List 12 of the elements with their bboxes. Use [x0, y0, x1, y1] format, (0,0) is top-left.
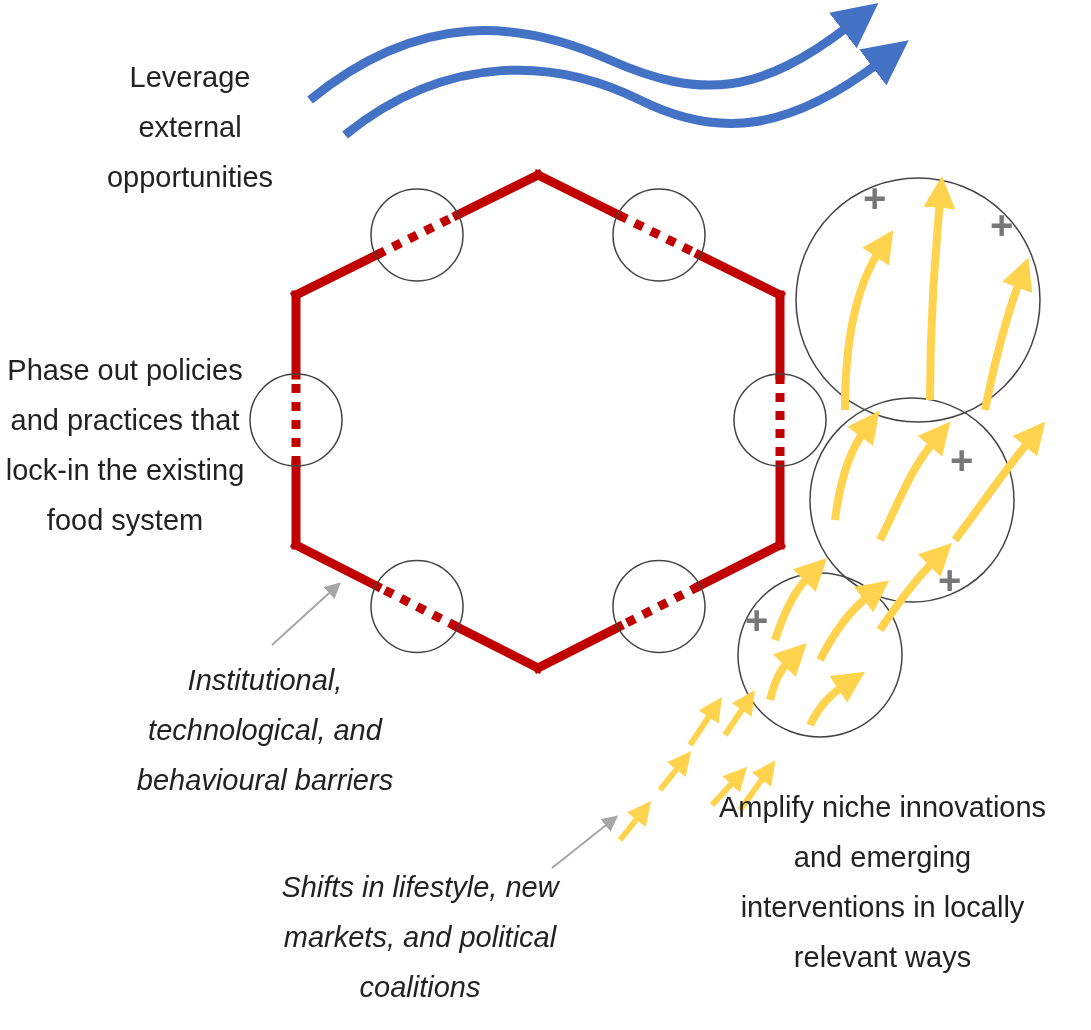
label-text: Phase out policies and practices that lock-in the existing food system	[4, 353, 246, 538]
leader-line	[551, 815, 619, 869]
plus-sign: +	[938, 560, 962, 600]
plus-sign: +	[990, 205, 1014, 245]
label-text: Amplify niche innovations and emerging interventions in locally relevant ways	[717, 790, 1048, 975]
plus-sign: +	[745, 600, 769, 640]
leader-line	[271, 582, 341, 646]
caption-text: Shifts in lifestyle, new markets, and political coalitions	[270, 862, 570, 1012]
caption-text: Institutional, technological, and behavioural barriers	[100, 655, 430, 805]
plus-sign: +	[863, 178, 887, 218]
plus-sign: +	[950, 440, 974, 480]
label-text: Leverage external opportunities	[105, 60, 275, 195]
